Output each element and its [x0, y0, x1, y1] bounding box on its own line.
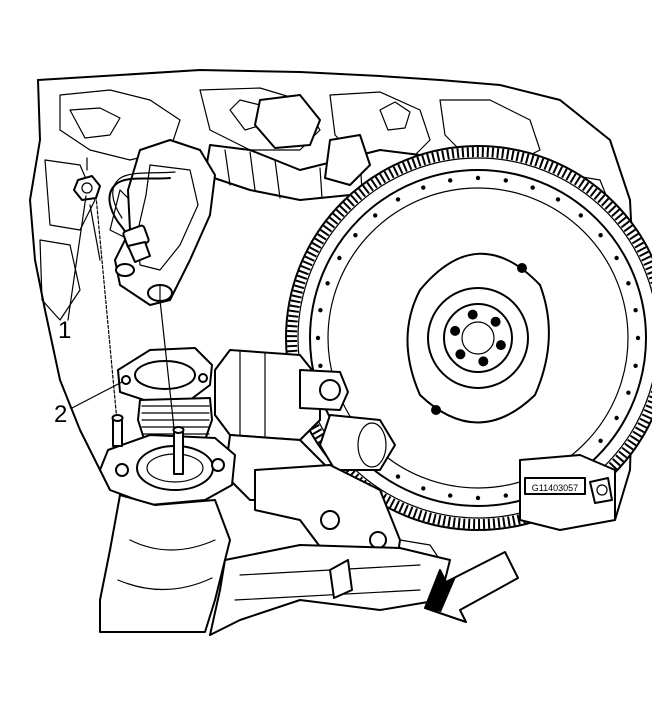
flywheel-hole	[578, 213, 583, 218]
oxygen-sensor	[108, 171, 176, 263]
hub-bolt	[490, 316, 501, 327]
catalytic-converter	[99, 397, 236, 633]
crossover-pipe	[209, 544, 451, 636]
flywheel-hole	[614, 415, 619, 421]
id-plate-text: G11403057	[532, 483, 578, 493]
flywheel-hole	[626, 281, 631, 286]
flywheel-hole	[614, 255, 619, 261]
flywheel-hole	[598, 438, 603, 443]
callout-1-label: 1	[58, 317, 71, 344]
flywheel-hole	[633, 363, 638, 368]
flywheel-hole	[337, 255, 342, 261]
exhaust-manifold	[114, 139, 216, 306]
callout-2-label: 2	[54, 401, 67, 428]
flywheel-hole	[503, 493, 508, 498]
hub-bolt	[478, 356, 489, 367]
flywheel-hole	[626, 390, 631, 395]
flywheel-hole	[325, 281, 330, 286]
transmission-housing: G11403057	[519, 454, 616, 531]
flywheel-hole	[633, 308, 638, 313]
hub-bolt	[450, 325, 461, 336]
flywheel-hole	[503, 178, 508, 183]
flywheel-hole	[475, 495, 481, 501]
flywheel-hole	[448, 178, 453, 183]
flywheel-hole	[421, 486, 426, 491]
flywheel-hole	[373, 213, 378, 218]
flywheel-hole	[395, 474, 401, 479]
flywheel-hole	[395, 197, 401, 202]
exhaust-gasket	[117, 347, 213, 403]
id-plate	[524, 477, 586, 495]
hub-bolt	[455, 349, 466, 360]
arrow-lower-left-icon	[424, 551, 519, 623]
flywheel-hole	[635, 335, 641, 341]
flywheel-hole	[318, 308, 323, 313]
flywheel-hole	[555, 197, 561, 202]
flywheel-hole	[530, 185, 535, 190]
hub-bolt	[495, 340, 506, 351]
flywheel-hole	[475, 175, 481, 181]
leader-lines	[67, 195, 123, 409]
flywheel-hole	[315, 335, 321, 341]
hub-bolt	[467, 309, 478, 320]
flywheel-hole	[598, 233, 603, 238]
flywheel-hole	[421, 185, 426, 190]
flywheel-hole	[448, 493, 453, 498]
flywheel-hole	[318, 363, 323, 368]
exhaust-stud	[111, 414, 185, 475]
flywheel-hole	[353, 233, 358, 238]
